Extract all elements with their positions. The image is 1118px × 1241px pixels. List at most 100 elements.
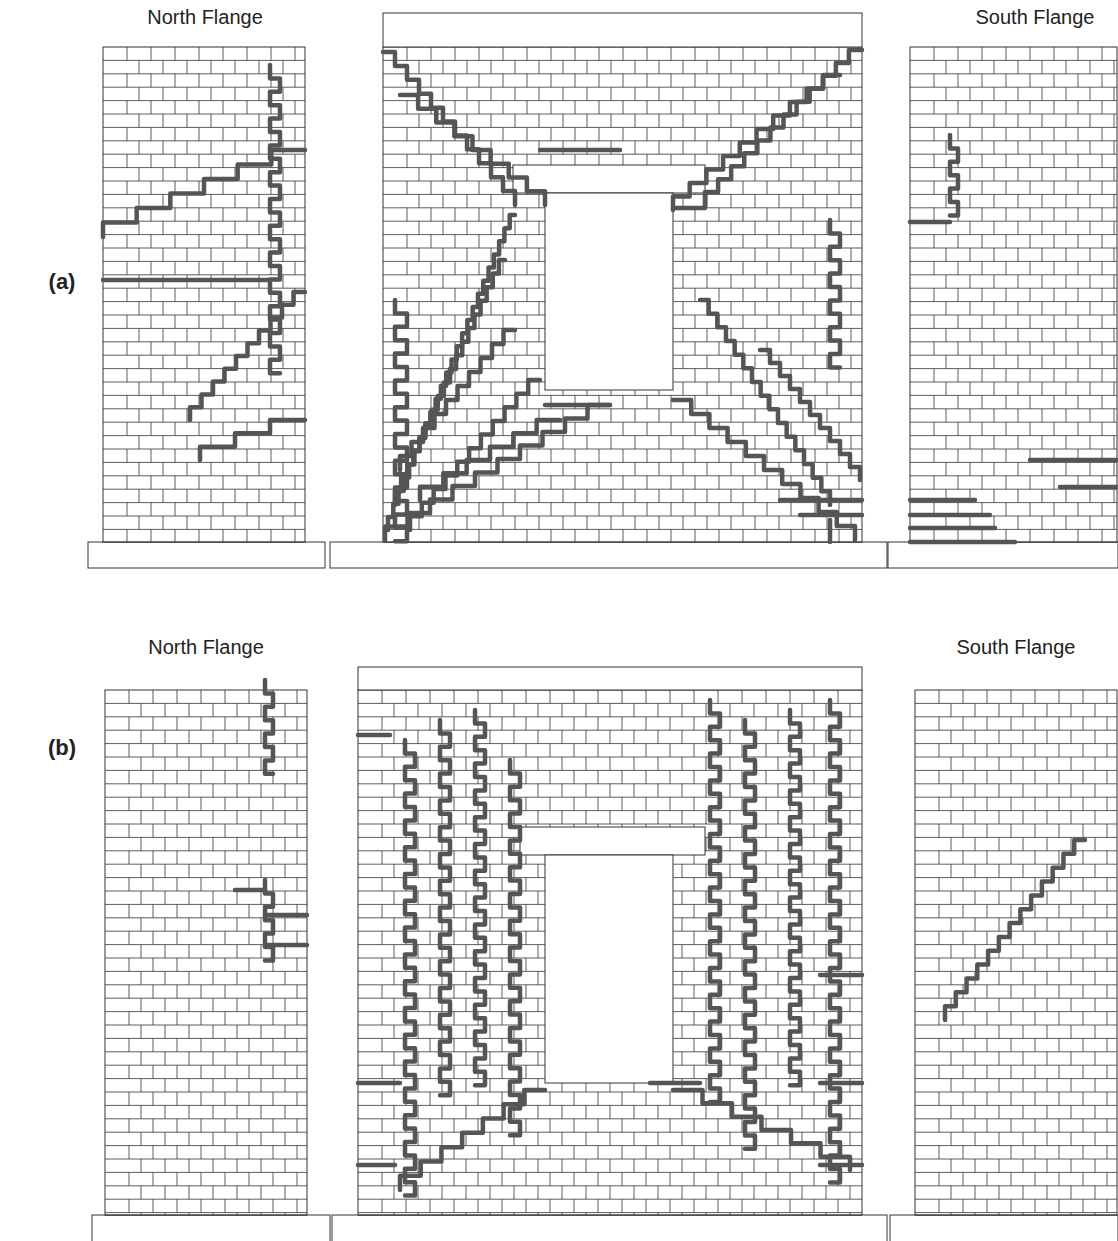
mortar-joint (105, 931, 307, 932)
mortar-joint (635, 489, 636, 502)
mortar-joint (273, 1146, 274, 1159)
mortar-joint (695, 261, 696, 274)
mortar-joint (105, 891, 307, 892)
mortar-joint (1054, 101, 1055, 114)
mortar-joint (261, 1105, 262, 1118)
mortar-joint (259, 355, 260, 368)
mortar-joint (283, 275, 284, 288)
mortar-joint (455, 288, 456, 301)
mortar-joint (1102, 74, 1103, 87)
mortar-joint (766, 690, 767, 703)
mortar-joint (105, 837, 307, 838)
mortar-joint (839, 208, 840, 221)
mortar-joint (515, 489, 516, 502)
mortar-joint (105, 1078, 307, 1079)
mortar-joint (1102, 369, 1103, 382)
mortar-joint (273, 1012, 274, 1025)
mortar-joint (910, 261, 1117, 262)
mortar-joint (283, 436, 284, 449)
mortar-joint (1006, 208, 1007, 221)
mortar-joint (201, 878, 202, 891)
mortar-joint (103, 87, 305, 88)
mortar-joint (1042, 168, 1043, 181)
mortar-joint (283, 168, 284, 181)
mortar-joint (1042, 382, 1043, 395)
mortar-joint (103, 355, 305, 356)
mortar-joint (175, 47, 176, 60)
mortar-joint (479, 235, 480, 248)
mortar-joint (934, 208, 935, 221)
mortar-joint (1042, 462, 1043, 475)
mortar-joint (105, 998, 307, 999)
mortar-joint (454, 770, 455, 783)
mortar-joint (815, 127, 816, 140)
mortar-joint (223, 342, 224, 355)
mortar-joint (223, 315, 224, 328)
mortar-joint (261, 757, 262, 770)
mortar-joint (982, 476, 983, 489)
mortar-joint (1066, 248, 1067, 261)
mortar-joint (647, 74, 648, 87)
mortar-joint (599, 127, 600, 140)
mortar-joint (1018, 302, 1019, 315)
mortar-joint (731, 489, 732, 502)
mortar-joint (538, 730, 539, 743)
mortar-joint (910, 301, 1117, 302)
mortar-joint (694, 717, 695, 730)
mortar-joint (213, 1213, 214, 1215)
mortar-joint (1030, 422, 1031, 435)
mortar-joint (491, 382, 492, 395)
mortar-joint (934, 449, 935, 462)
mortar-joint (791, 529, 792, 542)
mortar-joint (683, 275, 684, 288)
mortar-joint (599, 47, 600, 60)
mortar-joint (225, 797, 226, 810)
mortar-joint (515, 114, 516, 127)
mortar-joint (211, 355, 212, 368)
mortar-joint (1078, 529, 1079, 542)
mortar-joint (295, 342, 296, 355)
mortar-joint (105, 984, 307, 985)
mortar-joint (455, 503, 456, 516)
mortar-joint (297, 1038, 298, 1051)
mortar-joint (103, 207, 305, 208)
mortar-joint (539, 489, 540, 502)
mortar-joint (730, 703, 731, 716)
mortar-joint (1030, 342, 1031, 355)
mortar-joint (271, 47, 272, 60)
mortar-joint (778, 730, 779, 743)
mortar-joint (695, 127, 696, 140)
mortar-joint (767, 74, 768, 87)
mortar-joint (719, 74, 720, 87)
mortar-joint (105, 1132, 307, 1133)
mortar-joint (503, 261, 504, 274)
mortar-joint (225, 1065, 226, 1078)
mortar-joint (127, 208, 128, 221)
mortar-joint (767, 208, 768, 221)
mortar-joint (103, 248, 305, 249)
mortar-joint (611, 436, 612, 449)
mortar-joint (850, 784, 851, 797)
mortar-joint (682, 811, 683, 824)
mortar-joint (1078, 208, 1079, 221)
mortar-joint (1006, 261, 1007, 274)
mortar-joint (151, 503, 152, 516)
mortar-joint (295, 395, 296, 408)
mortar-joint (743, 529, 744, 542)
mortar-joint (743, 503, 744, 516)
mortar-joint (153, 744, 154, 757)
mortar-joint (201, 1038, 202, 1051)
mortar-joint (223, 449, 224, 462)
mortar-joint (285, 1079, 286, 1092)
mortar-joint (491, 114, 492, 127)
mortar-joint (177, 1012, 178, 1025)
mortar-joint (297, 851, 298, 864)
mortar-joint (225, 1119, 226, 1132)
mortar-joint (1018, 462, 1019, 475)
mortar-joint (1054, 154, 1055, 167)
mortar-joint (127, 154, 128, 167)
mortar-joint (478, 690, 479, 703)
mortar-joint (201, 1199, 202, 1212)
mortar-joint (718, 690, 719, 703)
mortar-joint (982, 74, 983, 87)
